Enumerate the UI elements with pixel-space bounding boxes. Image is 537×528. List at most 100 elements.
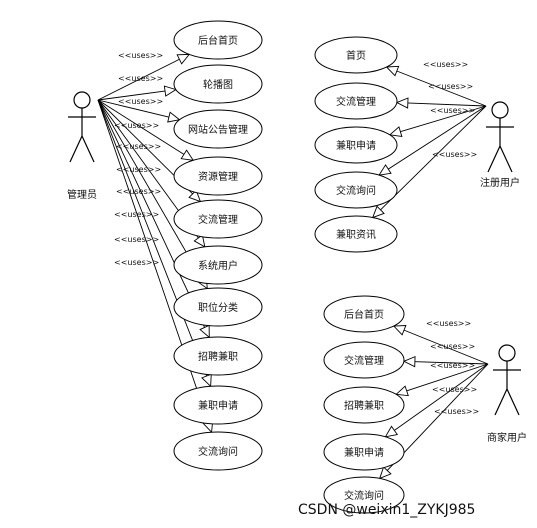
use-case: 招聘兼职 bbox=[173, 336, 263, 376]
use-case-label: 交流管理 bbox=[344, 354, 384, 367]
actor-admin: 管理员 bbox=[67, 91, 97, 201]
use-case-label: 交流管理 bbox=[198, 213, 238, 226]
uses-label: <<uses>> bbox=[114, 210, 159, 219]
use-case: 兼职申请 bbox=[323, 433, 405, 471]
actor-leg-left bbox=[487, 145, 501, 173]
association-line bbox=[389, 105, 487, 136]
use-case-ellipse bbox=[323, 433, 405, 471]
use-case-ellipse bbox=[173, 20, 263, 60]
association-arrowhead bbox=[163, 85, 178, 97]
use-case: 后台首页 bbox=[173, 20, 263, 60]
actor-head bbox=[498, 344, 516, 362]
use-case-label: 首页 bbox=[346, 49, 366, 62]
association-line bbox=[97, 99, 194, 161]
use-case: 兼职资讯 bbox=[314, 215, 398, 253]
use-case: 交流管理 bbox=[314, 82, 398, 120]
use-case: 轮播图 bbox=[173, 64, 263, 104]
association-arrowhead bbox=[201, 373, 212, 388]
association-line bbox=[378, 105, 487, 176]
association-arrowhead bbox=[395, 97, 409, 109]
uses-label: <<uses>> bbox=[430, 342, 475, 351]
actor-leg-right bbox=[506, 388, 520, 416]
use-case-ellipse bbox=[314, 126, 398, 164]
use-case: 兼职申请 bbox=[314, 126, 398, 164]
actor-merchant-user: 商家用户 bbox=[487, 344, 527, 444]
association-line bbox=[97, 99, 180, 121]
actor-leg-left bbox=[494, 388, 508, 416]
use-case-label: 资源管理 bbox=[198, 170, 238, 183]
actor-leg-right bbox=[499, 145, 513, 173]
actor-label: 管理员 bbox=[67, 188, 97, 201]
use-case-label: 兼职申请 bbox=[344, 446, 384, 459]
use-case-ellipse bbox=[173, 156, 263, 196]
use-case-label: 系统用户 bbox=[198, 259, 238, 272]
association-arrowhead bbox=[384, 425, 399, 438]
use-case-ellipse bbox=[323, 341, 405, 379]
association-line bbox=[385, 363, 489, 438]
association-line bbox=[396, 363, 489, 395]
association-arrowhead bbox=[388, 126, 403, 138]
uses-label: <<uses>> bbox=[114, 121, 159, 130]
use-case-ellipse bbox=[314, 82, 398, 120]
association-arrowhead bbox=[378, 164, 392, 176]
use-case-ellipse bbox=[173, 336, 263, 376]
use-case-label: 后台首页 bbox=[344, 308, 384, 321]
uses-label: <<uses>> bbox=[432, 385, 477, 394]
use-case-label: 兼职资讯 bbox=[336, 228, 376, 241]
use-case-label: 职位分类 bbox=[198, 301, 238, 314]
use-case-ellipse bbox=[173, 287, 263, 327]
uses-label: <<uses>> bbox=[432, 150, 477, 159]
association-arrowhead bbox=[378, 466, 392, 480]
use-case-label: 交流管理 bbox=[336, 95, 376, 108]
uses-label: <<uses>> bbox=[118, 74, 163, 83]
use-case-ellipse bbox=[314, 215, 398, 253]
use-case-label: 招聘兼职 bbox=[198, 350, 238, 363]
association-line bbox=[403, 360, 489, 365]
use-case-label: 后台首页 bbox=[198, 34, 238, 47]
use-case-label: 网站公告管理 bbox=[188, 123, 248, 136]
use-case-ellipse bbox=[323, 386, 405, 424]
use-case: 交流管理 bbox=[173, 199, 263, 239]
association-arrowhead bbox=[193, 234, 206, 248]
association-arrowhead bbox=[395, 385, 409, 397]
use-case-ellipse bbox=[314, 171, 398, 209]
use-case-ellipse bbox=[173, 385, 263, 425]
use-case-ellipse bbox=[173, 245, 263, 285]
association-arrowhead bbox=[188, 189, 202, 203]
uses-label: <<uses>> bbox=[116, 187, 161, 196]
use-case-ellipse bbox=[173, 199, 263, 239]
use-case: 职位分类 bbox=[173, 287, 263, 327]
actor-label: 注册用户 bbox=[480, 176, 520, 189]
use-case: 交流管理 bbox=[323, 341, 405, 379]
actor-head bbox=[491, 101, 509, 119]
association-line bbox=[97, 89, 177, 101]
uses-label: <<uses>> bbox=[423, 60, 468, 69]
use-case-label: 交流询问 bbox=[344, 489, 384, 502]
association-arrowhead bbox=[199, 324, 210, 339]
use-case-ellipse bbox=[173, 64, 263, 104]
actor-leg-left bbox=[69, 135, 83, 163]
association-line bbox=[97, 53, 190, 101]
uses-label: <<uses>> bbox=[426, 319, 471, 328]
actor-registered-user: 注册用户 bbox=[480, 101, 520, 189]
use-case-ellipse bbox=[173, 431, 263, 471]
association-line bbox=[97, 99, 212, 433]
use-case-label: 招聘兼职 bbox=[344, 399, 384, 412]
use-case-label: 交流询问 bbox=[198, 445, 238, 458]
watermark: CSDN @weixin1_ZYKJ985 bbox=[298, 502, 475, 518]
use-case-ellipse bbox=[173, 109, 263, 149]
actor-group-0: <<uses>> <<uses>> <<uses>> <<uses>> <<uses>>… bbox=[97, 20, 263, 471]
use-case-label: 兼职申请 bbox=[198, 399, 238, 412]
uses-label: <<uses>> bbox=[118, 51, 163, 60]
use-case: 后台首页 bbox=[323, 295, 405, 333]
actor-group-1: <<uses>><<uses>><<uses>><<uses>>首页交流管理兼职… bbox=[314, 36, 487, 253]
uses-label: <<uses>> bbox=[434, 407, 479, 416]
use-case: 首页 bbox=[314, 36, 398, 74]
actor-leg-right bbox=[81, 135, 95, 163]
use-case: 交流询问 bbox=[323, 476, 405, 514]
uses-label: <<uses>> bbox=[118, 97, 163, 106]
uses-label: <<uses>> bbox=[116, 165, 161, 174]
use-case-ellipse bbox=[323, 476, 405, 514]
association-arrowhead bbox=[180, 149, 195, 161]
